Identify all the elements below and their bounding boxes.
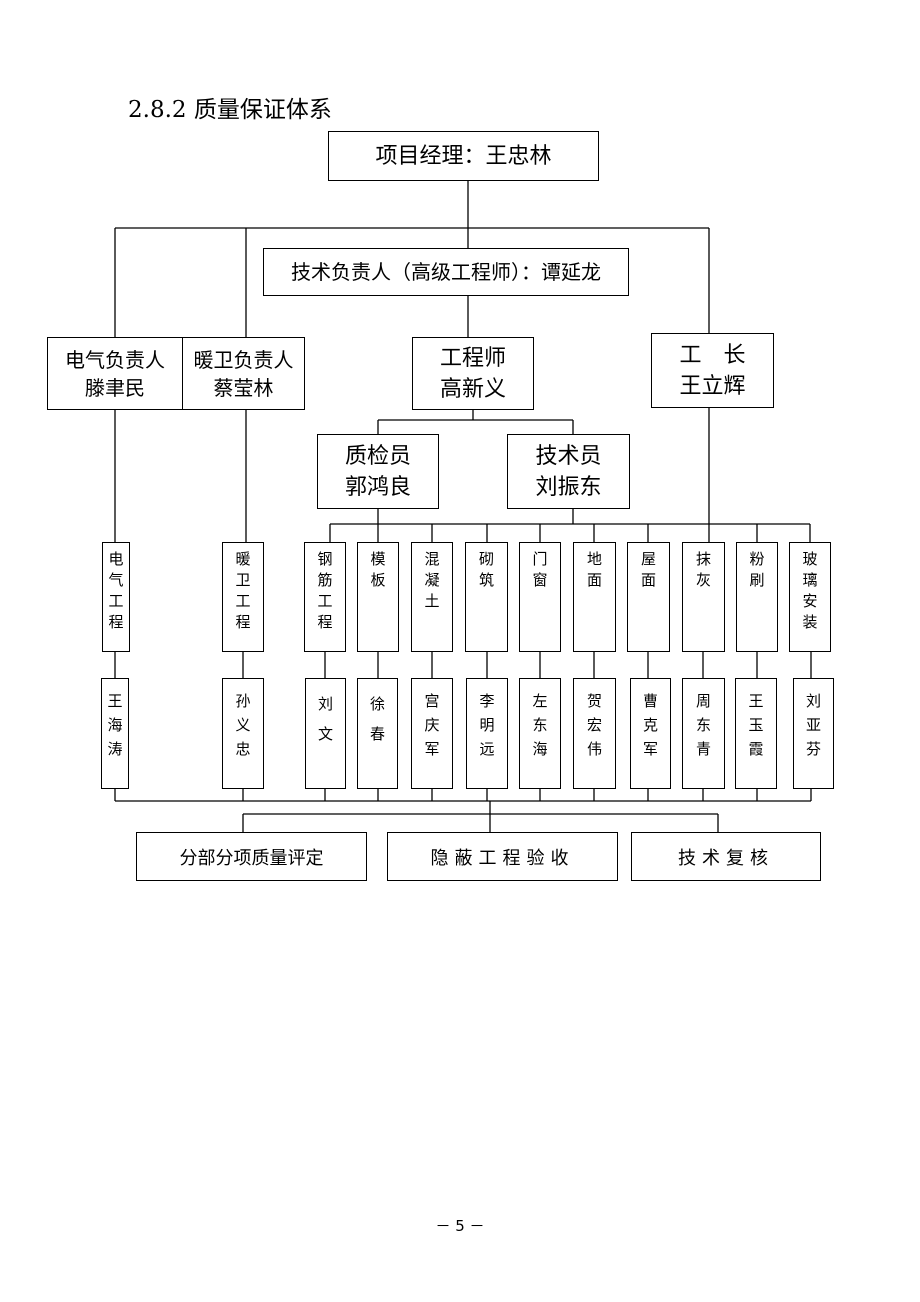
responsible-person-box: 王海涛: [101, 678, 129, 789]
section-heading: 2.8.2 质量保证体系: [128, 97, 332, 123]
trade-box: 玻璃安装: [789, 542, 831, 652]
trade-label: 电气工程: [108, 550, 124, 631]
trade-box: 电气工程: [102, 542, 130, 652]
outcome-label: 分部分项质量评定: [179, 847, 324, 869]
responsible-person-box: 周东青: [682, 678, 725, 789]
responsible-person-name: 周东青: [695, 692, 711, 758]
responsible-person-name: 王玉霞: [748, 692, 764, 758]
foreman-role: 工 长: [679, 342, 746, 368]
outcome-concealed-works-acceptance: 隐蔽工程验收: [387, 832, 618, 881]
responsible-person-box: 左东海: [519, 678, 561, 789]
responsible-person-box: 李明远: [466, 678, 508, 789]
technical-lead-box: 技术负责人（高级工程师）：谭延龙: [263, 248, 629, 296]
responsible-person-name: 王海涛: [107, 692, 123, 758]
trade-label: 暖卫工程: [235, 550, 251, 631]
electrical-lead-name: 滕聿民: [85, 375, 145, 400]
responsible-person-box: 孙 义忠: [222, 678, 264, 789]
responsible-person-name: 刘 文: [317, 695, 333, 743]
heating-lead-box: 暖卫负责人 蔡莹林: [182, 337, 305, 410]
heating-lead-role: 暖卫负责人: [193, 347, 294, 372]
trade-label: 钢筋工程: [317, 550, 333, 631]
responsible-person-name: 徐 春: [369, 695, 385, 743]
trade-label: 砌筑: [478, 550, 494, 589]
technician-role: 技术员: [535, 443, 602, 469]
responsible-person-box: 王玉霞: [735, 678, 777, 789]
project-manager-label: 项目经理：王忠林: [375, 143, 552, 169]
trade-box: 混凝土: [411, 542, 453, 652]
responsible-person-box: 曹克军: [630, 678, 671, 789]
responsible-person-name: 贺宏伟: [586, 692, 602, 758]
trade-label: 玻璃安装: [802, 550, 818, 631]
electrical-lead-box: 电气负责人 滕聿民: [47, 337, 183, 410]
responsible-person-box: 刘亚芬: [793, 678, 834, 789]
engineer-role: 工程师: [439, 345, 506, 371]
technician-box: 技术员 刘振东: [507, 434, 630, 509]
foreman-name: 王立辉: [679, 373, 746, 399]
trade-label: 混凝土: [424, 550, 440, 610]
trade-label: 粉刷: [749, 550, 765, 589]
responsible-person-name: 左东海: [532, 692, 548, 758]
trade-label: 屋面: [640, 550, 656, 589]
outcome-technical-review: 技术复核: [631, 832, 821, 881]
responsible-person-box: 刘 文: [305, 678, 346, 789]
trade-box: 门窗: [519, 542, 561, 652]
trade-box: 钢筋工程: [304, 542, 346, 652]
trade-box: 抹灰: [682, 542, 725, 652]
technician-name: 刘振东: [535, 474, 602, 500]
engineer-name: 高新义: [439, 376, 506, 402]
trade-box: 屋面: [627, 542, 670, 652]
technical-lead-label: 技术负责人（高级工程师）：谭延龙: [291, 260, 601, 284]
quality-inspector-name: 郭鸿良: [344, 474, 411, 500]
project-manager-box: 项目经理：王忠林: [328, 131, 599, 181]
trade-box: 砌筑: [465, 542, 508, 652]
heating-lead-name: 蔡莹林: [213, 375, 274, 400]
outcome-label: 技术复核: [678, 847, 774, 869]
page-number: － 5 －: [435, 1217, 485, 1235]
quality-inspector-role: 质检员: [344, 443, 411, 469]
engineer-box: 工程师 高新义: [412, 337, 534, 410]
responsible-person-box: 徐 春: [357, 678, 398, 789]
responsible-person-name: 孙 义忠: [235, 692, 251, 758]
trade-box: 暖卫工程: [222, 542, 264, 652]
responsible-person-name: 曹克军: [642, 692, 658, 758]
trade-box: 模板: [357, 542, 399, 652]
responsible-person-name: 宫庆军: [424, 692, 440, 758]
outcome-label: 隐蔽工程验收: [430, 847, 575, 869]
responsible-person-box: 贺宏伟: [573, 678, 616, 789]
trade-label: 模板: [370, 550, 386, 589]
electrical-lead-role: 电气负责人: [65, 347, 165, 372]
trade-label: 抹灰: [695, 550, 711, 589]
trade-label: 地面: [586, 550, 602, 589]
responsible-person-box: 宫庆军: [411, 678, 453, 789]
quality-inspector-box: 质检员 郭鸿良: [317, 434, 439, 509]
responsible-person-name: 刘亚芬: [805, 692, 821, 758]
responsible-person-name: 李明远: [479, 692, 495, 758]
trade-label: 门窗: [532, 550, 548, 589]
foreman-box: 工 长 王立辉: [651, 333, 774, 408]
trade-box: 粉刷: [736, 542, 778, 652]
outcome-subitem-quality-evaluation: 分部分项质量评定: [136, 832, 367, 881]
trade-box: 地面: [573, 542, 616, 652]
